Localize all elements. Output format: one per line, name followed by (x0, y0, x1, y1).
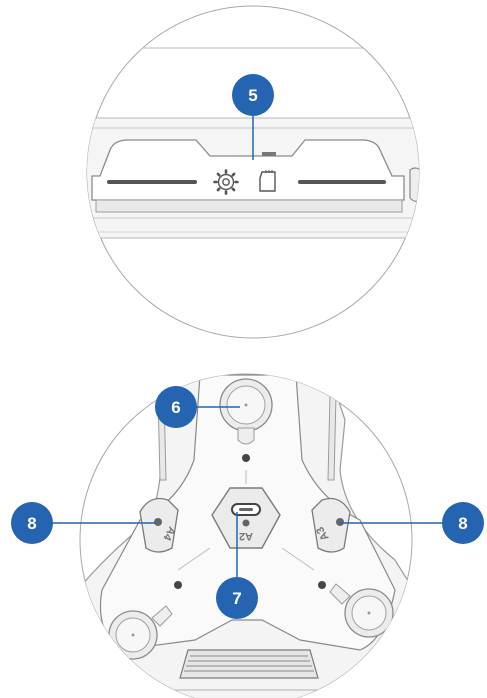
gear-icon (213, 169, 239, 195)
port-a2-label: A2 (239, 530, 253, 542)
top-detail-view: 5 (86, 5, 420, 339)
bottom-detail-view: A2 A4 A3 (11, 373, 484, 698)
bottom-right-mount-hole (329, 583, 394, 638)
bottom-left-mount-hole (108, 605, 173, 660)
left-groove (107, 180, 197, 184)
slot-housing (91, 139, 405, 201)
callout-6-badge (155, 386, 197, 428)
lower-left-hole (174, 581, 182, 589)
callout-5-label: 5 (248, 86, 257, 105)
callout-8-left-badge (11, 502, 53, 544)
arm-a4-port: A4 (139, 497, 179, 553)
right-groove (298, 180, 386, 184)
lower-right-hole (318, 581, 326, 589)
callout-8-right-badge (442, 502, 484, 544)
callout-7-label: 7 (232, 589, 241, 608)
microsd-card-slot (262, 152, 276, 156)
usb-c-housing (211, 487, 281, 549)
top-mount-hole (219, 378, 273, 445)
microsd-card-icon (259, 170, 276, 192)
callout-5-badge (232, 74, 274, 116)
arm-a3-port: A3 (311, 497, 351, 553)
callout-6-label: 6 (171, 398, 180, 417)
callout-7-badge (216, 577, 258, 619)
callout-8-left-label: 8 (27, 514, 36, 533)
bottom-vent-grille (179, 649, 319, 679)
callout-8-right-label: 8 (458, 514, 467, 533)
